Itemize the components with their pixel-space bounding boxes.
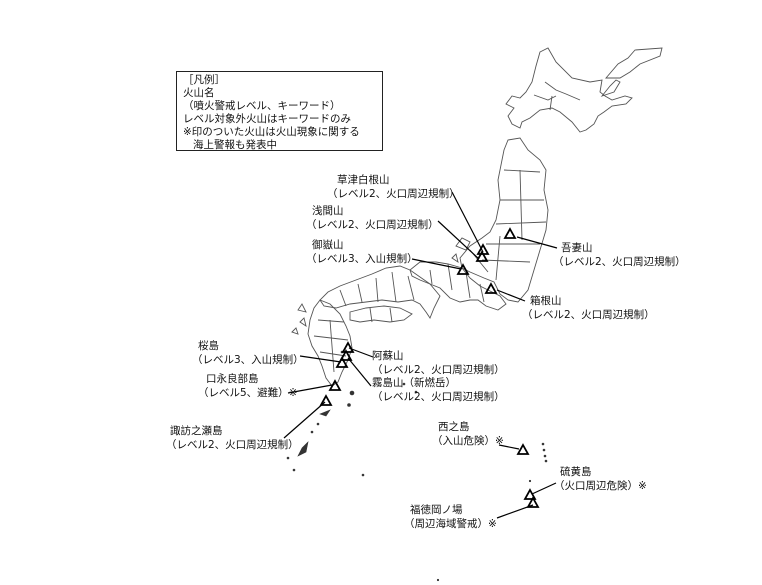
label-aso: 阿蘇山 （レベル2、火口周辺規制）	[372, 350, 505, 376]
volcano-triangle-kirishima	[339, 349, 353, 361]
label-azuma: 吾妻山 （レベル2、火口周辺規制）	[553, 242, 686, 268]
label-suwanosejima: 諏訪之瀬島 （レベル2、火口周辺規制）	[166, 425, 299, 451]
label-sakurajima: 桜島 （レベル3、入山規制）	[192, 340, 304, 366]
volcano-triangle-sakurajima	[335, 356, 349, 368]
volcano-markers	[319, 227, 540, 508]
volcano-triangle-fukutoku	[526, 496, 540, 508]
label-fukutoku-okanoba: 福徳岡ノ場 （周辺海域警戒）※	[404, 504, 497, 530]
southern-islands	[286, 350, 548, 582]
volcano-triangle-kuchinoerabu	[328, 379, 342, 391]
legend-line-marine-warning-cont: 海上警報も発表中	[193, 139, 277, 151]
label-ontake: 御嶽山 （レベル3、入山規制）	[306, 239, 418, 265]
volcano-triangle-ontake	[456, 263, 470, 275]
japan-outline	[291, 47, 663, 387]
label-hakone: 箱根山 （レベル2、火口周辺規制）	[522, 295, 655, 321]
volcano-triangle-hakone	[484, 282, 498, 294]
legend-line-non-level: レベル対象外火山はキーワードのみ	[183, 113, 351, 125]
label-kirishima: 霧島山（新燃岳） （レベル2、火口周辺規制）	[372, 377, 505, 403]
label-asama: 浅間山 （レベル2、火口周辺規制）	[306, 205, 439, 231]
label-iwojima: 硫黄島 （火口周辺危険）※	[554, 466, 647, 492]
legend-line-volcano-name: 火山名	[183, 87, 215, 99]
volcano-triangle-azuma	[503, 227, 517, 239]
volcano-triangle-aso	[341, 341, 355, 353]
legend-line-marine-warning: ※印のついた火山は火山現象に関する	[183, 126, 360, 138]
label-kuchinoerabujima: 口永良部島 （レベル5、避難）※	[198, 373, 298, 399]
legend-heading: ［凡例］	[183, 74, 225, 86]
volcano-triangle-iwojima	[523, 488, 537, 500]
legend-line-level-keyword: （噴火警戒レベル、キーワード）	[183, 100, 341, 112]
legend-box: ［凡例］ 火山名 （噴火警戒レベル、キーワード） レベル対象外火山はキーワードの…	[176, 71, 383, 151]
label-nishinoshima: 西之島 （入山危険）※	[432, 421, 504, 447]
volcano-triangle-suwanose	[319, 394, 333, 406]
label-kusatsu-shirane: 草津白根山 （レベル2、火口周辺規制）	[327, 174, 460, 200]
volcano-triangle-nishinoshima	[516, 443, 530, 455]
volcano-triangle-asama	[475, 250, 489, 262]
